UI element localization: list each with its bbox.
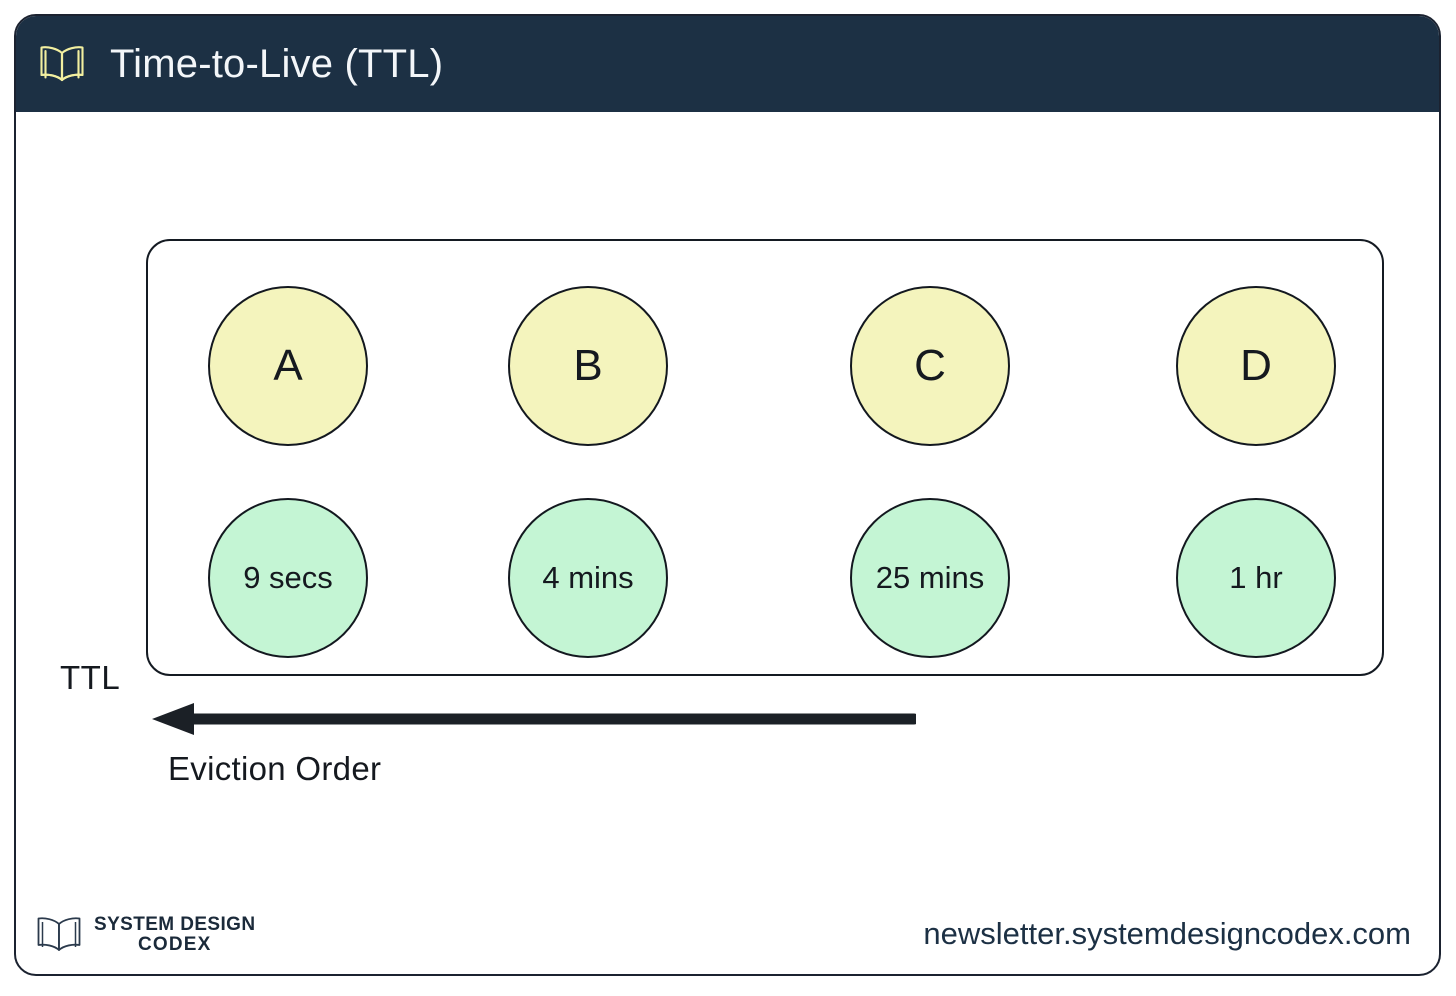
eviction-order-arrow (146, 700, 916, 738)
newsletter-url[interactable]: newsletter.systemdesigncodex.com (923, 916, 1411, 951)
brand-logo: SYSTEM DESIGN CODEX (32, 914, 255, 956)
brand-logo-line-2: CODEX (137, 934, 212, 955)
cache-key-node[interactable]: A (208, 286, 368, 446)
cache-ttl-node[interactable]: 4 mins (508, 498, 668, 658)
open-book-icon (40, 46, 84, 82)
cache-ttl-node[interactable]: 1 hr (1176, 498, 1336, 658)
cache-key-node[interactable]: C (850, 286, 1010, 446)
brand-logo-text: SYSTEM DESIGN CODEX (94, 915, 255, 955)
eviction-order-label: Eviction Order (168, 750, 382, 787)
diagram-stage: TTL A B C D 9 secs 4 mins 25 mins 1 hr E… (16, 112, 1439, 974)
open-book-icon (37, 917, 81, 951)
slide-card: Time-to-Live (TTL) TTL A B C D 9 secs 4 … (14, 14, 1441, 976)
cache-ttl-node[interactable]: 25 mins (850, 498, 1010, 658)
brand-logo-line-1: SYSTEM DESIGN (94, 914, 256, 936)
slide-header: Time-to-Live (TTL) (16, 16, 1439, 112)
ttl-row-label: TTL (60, 659, 121, 696)
cache-key-node[interactable]: D (1176, 286, 1336, 446)
cache-ttl-node[interactable]: 9 secs (208, 498, 368, 658)
cache-key-node[interactable]: B (508, 286, 668, 446)
page-title: Time-to-Live (TTL) (110, 41, 444, 86)
